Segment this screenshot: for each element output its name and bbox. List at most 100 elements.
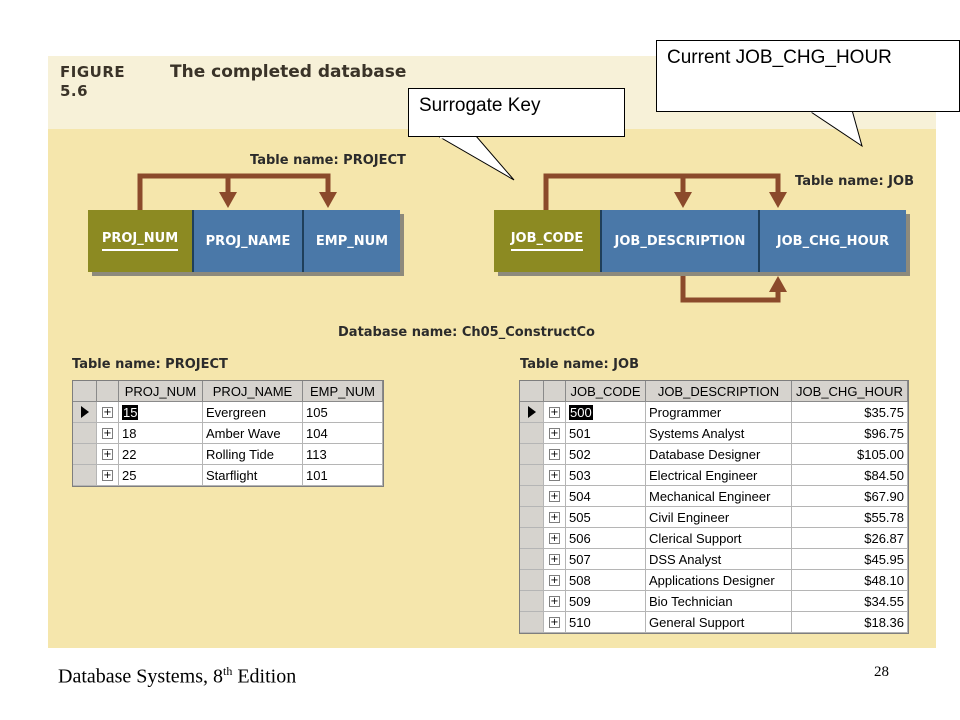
table-cell[interactable]: Bio Technician	[646, 591, 792, 612]
table-cell[interactable]: 506	[566, 528, 646, 549]
table-cell[interactable]: $84.50	[792, 465, 908, 486]
table-cell[interactable]: 502	[566, 444, 646, 465]
expand-plus-icon[interactable]: +	[549, 553, 560, 565]
table-cell[interactable]: 509	[566, 591, 646, 612]
table-cell[interactable]: Programmer	[646, 402, 792, 423]
row-selector[interactable]	[520, 423, 544, 444]
expand-plus-icon[interactable]: +	[102, 448, 113, 460]
row-selector[interactable]	[73, 444, 97, 465]
table-cell[interactable]: 508	[566, 570, 646, 591]
expand-plus-icon[interactable]: +	[102, 406, 113, 418]
table-cell[interactable]: $45.95	[792, 549, 908, 570]
table-cell[interactable]: 503	[566, 465, 646, 486]
table-cell[interactable]: 105	[303, 402, 383, 423]
table-cell[interactable]: DSS Analyst	[646, 549, 792, 570]
table-cell[interactable]: Civil Engineer	[646, 507, 792, 528]
expand-plus-icon[interactable]: +	[549, 511, 560, 523]
table-cell[interactable]: 15	[119, 402, 203, 423]
table-cell[interactable]: General Support	[646, 612, 792, 633]
table-cell[interactable]: $105.00	[792, 444, 908, 465]
table-cell[interactable]: Evergreen	[203, 402, 303, 423]
row-selector[interactable]	[520, 402, 544, 423]
table-cell[interactable]: $96.75	[792, 423, 908, 444]
table-cell[interactable]: Amber Wave	[203, 423, 303, 444]
expand-plus-icon[interactable]: +	[549, 532, 560, 544]
table-cell[interactable]: Clerical Support	[646, 528, 792, 549]
table-cell[interactable]: Mechanical Engineer	[646, 486, 792, 507]
expand-plus-icon[interactable]: +	[549, 595, 560, 607]
expand-plus-icon[interactable]: +	[102, 427, 113, 439]
table-cell[interactable]: 507	[566, 549, 646, 570]
row-selector[interactable]	[520, 528, 544, 549]
row-selector[interactable]	[520, 486, 544, 507]
row-selector[interactable]	[520, 507, 544, 528]
row-selector[interactable]	[520, 612, 544, 633]
table-cell[interactable]: 500	[566, 402, 646, 423]
expand-plus-icon[interactable]: +	[549, 427, 560, 439]
row-selector[interactable]	[520, 570, 544, 591]
table-cell[interactable]: 25	[119, 465, 203, 486]
table-cell[interactable]: Applications Designer	[646, 570, 792, 591]
column-header[interactable]: JOB_CODE	[566, 381, 646, 402]
table-cell[interactable]: $34.55	[792, 591, 908, 612]
expand-plus-icon[interactable]: +	[549, 490, 560, 502]
table-cell[interactable]: 18	[119, 423, 203, 444]
table-cell[interactable]: 501	[566, 423, 646, 444]
table-cell[interactable]: $26.87	[792, 528, 908, 549]
table-cell[interactable]: $67.90	[792, 486, 908, 507]
expand-cell: +	[544, 507, 566, 528]
expand-plus-icon[interactable]: +	[549, 574, 560, 586]
expand-plus-icon[interactable]: +	[549, 469, 560, 481]
table-cell[interactable]: Database Designer	[646, 444, 792, 465]
table-cell[interactable]: Electrical Engineer	[646, 465, 792, 486]
table-cell[interactable]: 22	[119, 444, 203, 465]
table-cell[interactable]: Rolling Tide	[203, 444, 303, 465]
table-cell[interactable]: 504	[566, 486, 646, 507]
expand-cell: +	[97, 444, 119, 465]
table-cell[interactable]: 113	[303, 444, 383, 465]
table-cell[interactable]: $48.10	[792, 570, 908, 591]
expand-plus-icon[interactable]: +	[549, 448, 560, 460]
row-selector[interactable]	[73, 423, 97, 444]
column-header[interactable]: EMP_NUM	[303, 381, 383, 402]
row-selector[interactable]	[520, 465, 544, 486]
row-selector[interactable]	[520, 444, 544, 465]
row-selector[interactable]	[73, 402, 97, 423]
column-header[interactable]: PROJ_NAME	[203, 381, 303, 402]
table-cell[interactable]: Starflight	[203, 465, 303, 486]
table-cell[interactable]: 510	[566, 612, 646, 633]
table-cell[interactable]: $18.36	[792, 612, 908, 633]
column-header[interactable]: PROJ_NUM	[119, 381, 203, 402]
expand-cell: +	[544, 612, 566, 633]
column-header[interactable]: JOB_DESCRIPTION	[646, 381, 792, 402]
row-selector[interactable]	[520, 591, 544, 612]
row-selector[interactable]	[520, 549, 544, 570]
column-header[interactable]: JOB_CHG_HOUR	[792, 381, 908, 402]
table-cell[interactable]: $35.75	[792, 402, 908, 423]
table-cell[interactable]: 505	[566, 507, 646, 528]
project-primary-key-field: PROJ_NUM	[88, 210, 194, 272]
row-selector[interactable]	[73, 465, 97, 486]
table-cell[interactable]: 104	[303, 423, 383, 444]
expand-plus-icon[interactable]: +	[549, 616, 560, 628]
expand-plus-icon[interactable]: +	[549, 406, 560, 418]
table-cell[interactable]: $55.78	[792, 507, 908, 528]
table-cell[interactable]: 101	[303, 465, 383, 486]
table-cell[interactable]: Systems Analyst	[646, 423, 792, 444]
expand-plus-icon[interactable]: +	[102, 469, 113, 481]
